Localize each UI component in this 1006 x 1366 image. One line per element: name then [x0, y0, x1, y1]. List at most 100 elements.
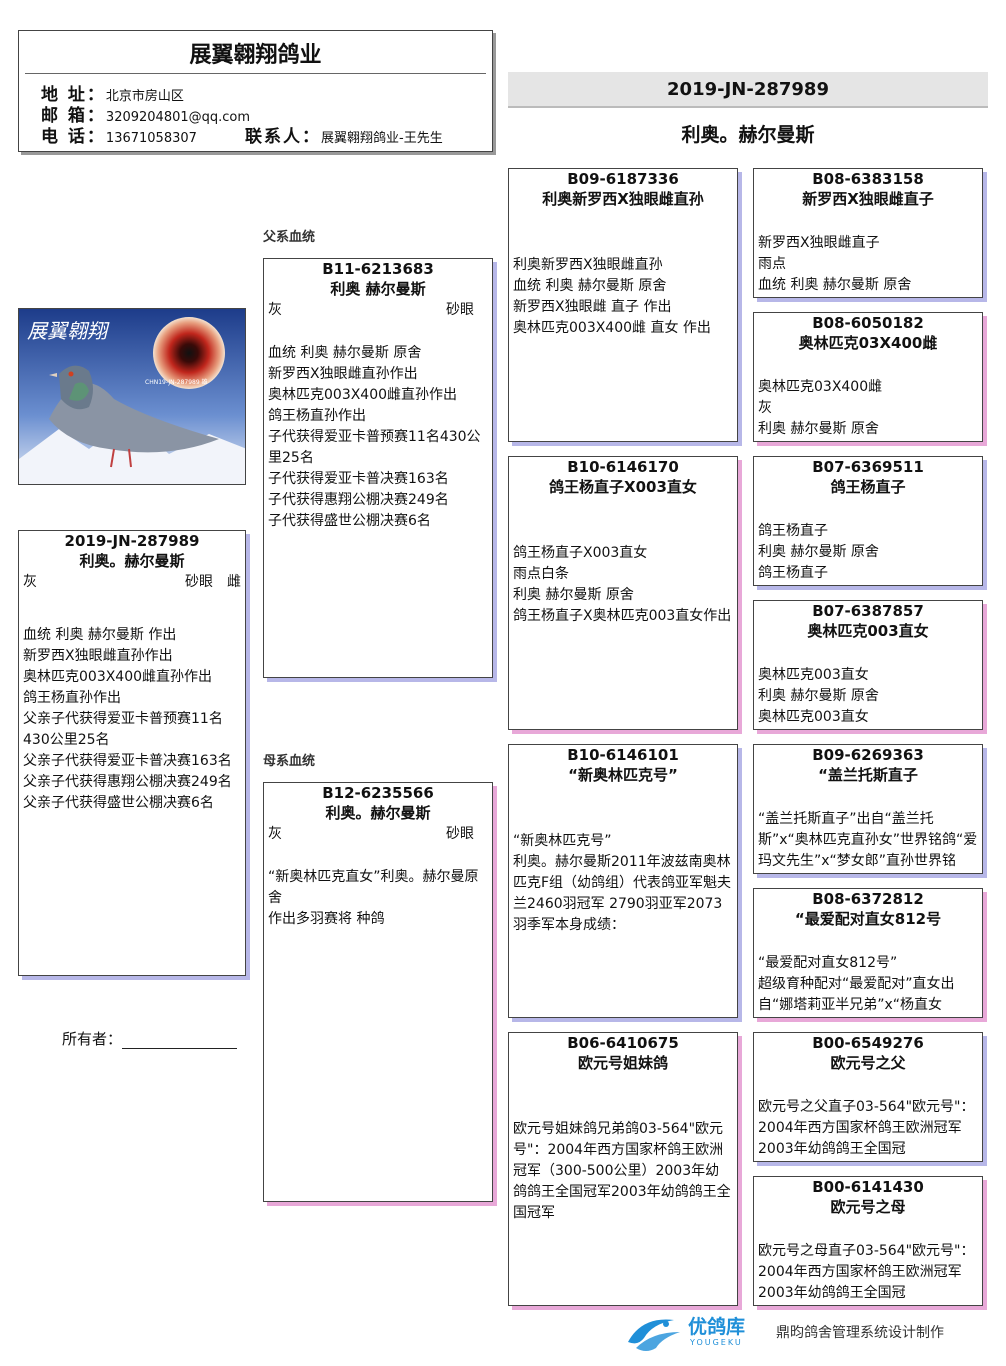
ggp-ring: B08-6372812: [812, 890, 924, 908]
address-value: 北京市房山区: [105, 89, 184, 104]
ggp-desc: 奥林匹克003直女 利奥 赫尔曼斯 原舍 奥林匹克003直女: [758, 667, 879, 725]
top-ring-banner: 2019-JN-287989: [508, 72, 988, 108]
ggp-name: 欧元号之父: [830, 1054, 906, 1072]
ggp-card-3: B07-6369511 鸽王杨直子 鸽王杨直子 利奥 赫尔曼斯 原舍 鸽王杨直子: [753, 456, 983, 586]
ggp-card-1: B08-6383158 新罗西X独眼雌直子 新罗西X独眼雌直子 雨点 血统 利奥…: [753, 168, 983, 298]
ggp-desc: “最爱配对直女812号” 超级育种配对“最爱配对”直女出自“娜塔莉亚半兄弟”x“…: [758, 955, 955, 1013]
owner-field[interactable]: 所有者：: [62, 1028, 238, 1049]
subject-card: 2019-JN-287989 利奥。赫尔曼斯 灰 砂眼 雌 血统 利奥 赫尔曼斯…: [18, 530, 246, 976]
email-row: 邮 箱：3209204801@qq.com: [41, 106, 250, 128]
gp-name: 鸽王杨直子X003直女: [549, 478, 697, 496]
mother-line-label: 母系血统: [263, 754, 316, 769]
header-box: 展翼翱翔鸽业 地 址：北京市房山区 邮 箱：3209204801@qq.com …: [18, 30, 493, 152]
ggp-desc: 鸽王杨直子 利奥 赫尔曼斯 原舍 鸽王杨直子: [758, 523, 879, 581]
loft-title: 展翼翱翔鸽业: [189, 43, 322, 68]
contact-label: 联系人：: [245, 127, 322, 147]
gp-desc: 鸽王杨直子X003直女 雨点白条 利奥 赫尔曼斯 原舍 鸽王杨直子X奥林匹克00…: [513, 545, 732, 624]
subject-color: 灰: [23, 574, 37, 590]
father-card: B11-6213683 利奥 赫尔曼斯 灰 砂眼 血统 利奥 赫尔曼斯 原舍 新…: [263, 258, 493, 678]
ggp-name: 奥林匹克03X400雌: [798, 334, 938, 352]
contact-value: 展翼翱翔鸽业-王先生: [321, 131, 443, 146]
ggp-desc: “盖兰托斯直子”出自“盖兰托斯”x“奥林匹克直孙女”世界铭鸽“爱玛文先生”x“梦…: [758, 811, 978, 869]
ggp-name: “最爱配对直女812号: [794, 910, 942, 928]
phone-row: 电 话：13671058307 联系人：展翼翱翔鸽业-王先生: [41, 127, 443, 149]
gp-card-4: B06-6410675 欧元号姐妹鸽 欧元号姐妹鸽兄弟鸽03-564"欧元号"：…: [508, 1032, 738, 1306]
subject-attrs: 灰 砂眼 雌: [19, 571, 245, 593]
ggp-card-7: B00-6549276 欧元号之父 欧元号之父直子03-564"欧元号"：200…: [753, 1032, 983, 1162]
logo-cn-text: 优鸽库: [688, 1316, 746, 1338]
ggp-card-2: B08-6050182 奥林匹克03X400雌 奥林匹克03X400雌 灰 利奥…: [753, 312, 983, 442]
gp-desc: 欧元号姐妹鸽兄弟鸽03-564"欧元号"：2004年西方国家杯鸽王欧洲冠军（30…: [513, 1121, 731, 1221]
ggp-card-5: B09-6269363 “盖兰托斯直子 “盖兰托斯直子”出自“盖兰托斯”x“奥林…: [753, 744, 983, 874]
ggp-desc: 新罗西X独眼雌直子 雨点 血统 利奥 赫尔曼斯 原舍: [758, 235, 912, 293]
subject-sex: 雌: [227, 574, 241, 590]
mother-name: 利奥。赫尔曼斯: [325, 804, 431, 822]
gp-card-2: B10-6146170 鸽王杨直子X003直女 鸽王杨直子X003直女 雨点白条…: [508, 456, 738, 730]
ggp-card-4: B07-6387857 奥林匹克003直女 奥林匹克003直女 利奥 赫尔曼斯 …: [753, 600, 983, 730]
father-line-label: 父系血统: [263, 230, 316, 245]
father-name: 利奥 赫尔曼斯: [330, 280, 426, 298]
email-label: 邮 箱：: [41, 106, 106, 126]
ggp-desc: 欧元号之父直子03-564"欧元号"：2004年西方国家杯鸽王欧洲冠军2003年…: [758, 1099, 975, 1157]
footer: 优鸽库 YOUGEKU 鼎昀鸽舍管理系统设计制作: [622, 1312, 992, 1356]
ggp-name: 新罗西X独眼雌直子: [802, 190, 934, 208]
gp-name: 利奥新罗西X独眼雌直孙: [542, 190, 704, 208]
ggp-ring: B07-6369511: [812, 458, 924, 476]
email-value: 3209204801@qq.com: [105, 110, 251, 125]
gp-card-1: B09-6187336 利奥新罗西X独眼雌直孙 利奥新罗西X独眼雌直孙 血统 利…: [508, 168, 738, 442]
phone-value: 13671058307: [105, 131, 197, 146]
gp-ring: B06-6410675: [567, 1034, 679, 1052]
ggp-name: 欧元号之母: [830, 1198, 906, 1216]
photo-caption: CHN19-JN-287989 雄: [145, 379, 208, 386]
ggp-desc: 欧元号之母直子03-564"欧元号"：2004年西方国家杯鸽王欧洲冠军2003年…: [758, 1243, 975, 1301]
pigeon-photo: 展翼翱翔 CHN19-JN-287989 雄: [18, 308, 246, 485]
mother-attrs: 灰 砂眼: [264, 823, 492, 845]
ggp-ring: B07-6387857: [812, 602, 924, 620]
ggp-ring: B00-6549276: [812, 1034, 924, 1052]
subject-eye: 砂眼: [185, 574, 213, 590]
owner-label: 所有者：: [62, 1030, 123, 1048]
father-eye: 砂眼: [446, 302, 474, 318]
ggp-name: 鸽王杨直子: [830, 478, 906, 496]
photo-brand-text: 展翼翱翔: [27, 319, 107, 343]
pigeon-photo-art: [19, 309, 245, 484]
ggp-desc: 奥林匹克03X400雌 灰 利奥 赫尔曼斯 原舍: [758, 379, 883, 437]
ggp-ring: B08-6383158: [812, 170, 924, 188]
mother-eye: 砂眼: [446, 826, 474, 842]
ggp-ring: B08-6050182: [812, 314, 924, 332]
ggp-card-6: B08-6372812 “最爱配对直女812号 “最爱配对直女812号” 超级育…: [753, 888, 983, 1018]
youge-logo-icon: [628, 1319, 680, 1351]
address-label: 地 址：: [41, 85, 106, 105]
footer-credit: 鼎昀鸽舍管理系统设计制作: [776, 1325, 944, 1341]
subject-ring: 2019-JN-287989: [64, 532, 200, 550]
ggp-ring: B09-6269363: [812, 746, 924, 764]
father-desc: 血统 利奥 赫尔曼斯 原舍 新罗西X独眼雌直孙作出 奥林匹克003X400雌直孙…: [268, 345, 481, 529]
mother-ring: B12-6235566: [322, 784, 434, 802]
gp-desc: 利奥新罗西X独眼雌直孙 血统 利奥 赫尔曼斯 原舍 新罗西X独眼雌 直子 作出 …: [513, 257, 711, 336]
gp-desc: “新奥林匹克号” 利奥。赫尔曼斯2011年波兹南奥林匹克F组（幼鸽组）代表鸽亚军…: [513, 833, 732, 933]
ggp-name: “盖兰托斯直子: [818, 766, 918, 784]
father-color: 灰: [268, 302, 282, 318]
gp-ring: B10-6146101: [567, 746, 679, 764]
owner-blank-line: [122, 1033, 238, 1049]
logo-en-text: YOUGEKU: [690, 1338, 743, 1347]
header-divider: [25, 73, 486, 74]
father-attrs: 灰 砂眼: [264, 299, 492, 321]
phone-label: 电 话：: [41, 127, 106, 147]
ggp-card-8: B00-6141430 欧元号之母 欧元号之母直子03-564"欧元号"：200…: [753, 1176, 983, 1306]
mother-card: B12-6235566 利奥。赫尔曼斯 灰 砂眼 “新奥林匹克直女”利奥。赫尔曼…: [263, 782, 493, 1202]
ggp-ring: B00-6141430: [812, 1178, 924, 1196]
gp-ring: B09-6187336: [567, 170, 679, 188]
gp-ring: B10-6146170: [567, 458, 679, 476]
subject-name: 利奥。赫尔曼斯: [79, 552, 185, 570]
address-row: 地 址：北京市房山区: [41, 85, 184, 107]
father-ring: B11-6213683: [322, 260, 434, 278]
top-pigeon-name: 利奥。赫尔曼斯: [681, 124, 815, 146]
mother-desc: “新奥林匹克直女”利奥。赫尔曼原舍 作出多羽赛将 种鸽: [268, 869, 479, 927]
subject-desc: 血统 利奥 赫尔曼斯 作出 新罗西X独眼雌直孙作出 奥林匹克003X400雌直孙…: [23, 627, 232, 811]
gp-card-3: B10-6146101 “新奥林匹克号” “新奥林匹克号” 利奥。赫尔曼斯201…: [508, 744, 738, 1018]
mother-color: 灰: [268, 826, 282, 842]
gp-name: “新奥林匹克号”: [568, 766, 678, 784]
gp-name: 欧元号姐妹鸽: [577, 1054, 668, 1072]
ggp-name: 奥林匹克003直女: [807, 622, 929, 640]
